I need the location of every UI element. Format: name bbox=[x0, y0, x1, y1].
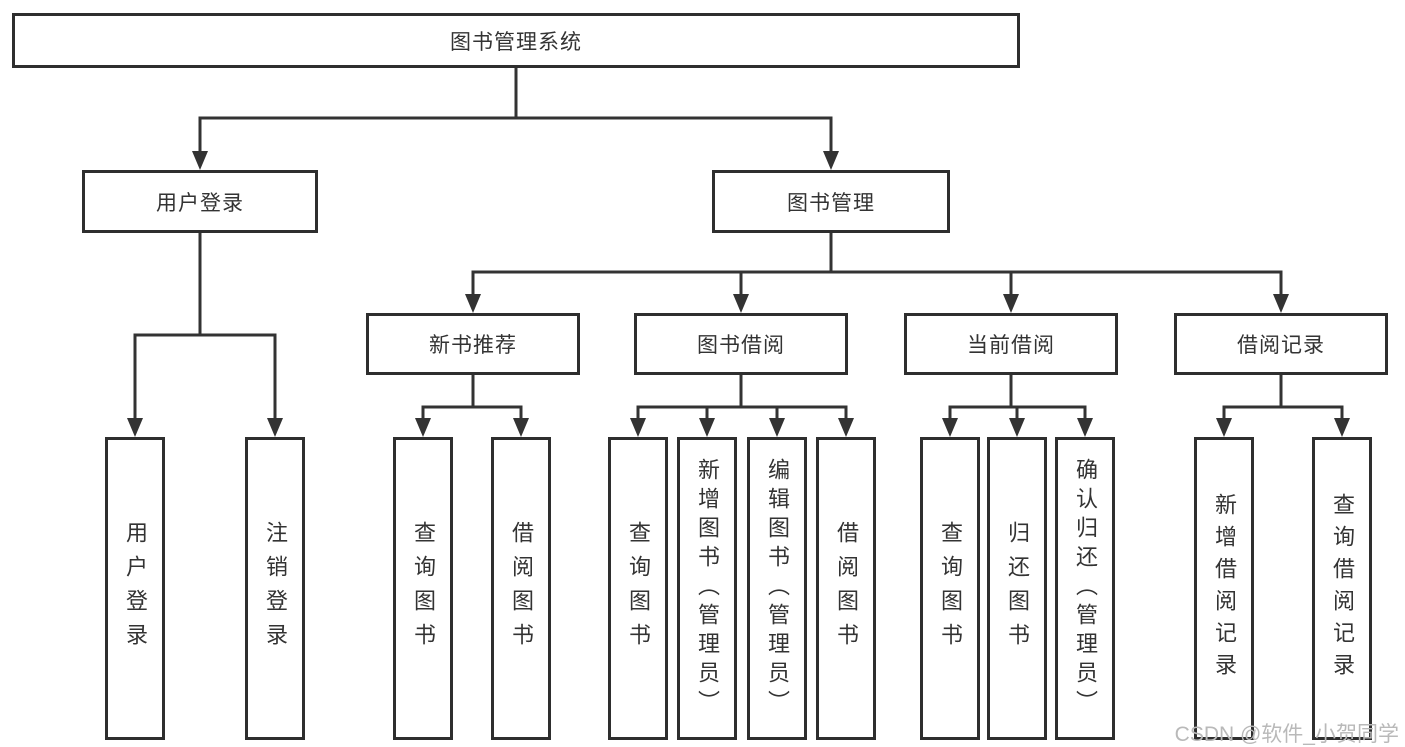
node-new-book-rec: 新书推荐 bbox=[366, 313, 580, 375]
node-leaf-query-book-3: 查询图书 bbox=[920, 437, 980, 740]
node-label: 图书管理系统 bbox=[450, 30, 582, 54]
arrowhead bbox=[415, 418, 431, 437]
node-label: 用户登录 bbox=[123, 520, 148, 657]
arrowhead bbox=[1216, 418, 1232, 437]
node-label: 归还图书 bbox=[1005, 520, 1030, 657]
node-borrow-records: 借阅记录 bbox=[1174, 313, 1388, 375]
node-label: 当前借阅 bbox=[967, 334, 1055, 357]
node-label: 查询图书 bbox=[938, 520, 963, 657]
node-leaf-add-record: 新增借阅记录 bbox=[1194, 437, 1254, 740]
node-leaf-add-book: 新增图书（管理员） bbox=[677, 437, 737, 740]
arrowhead bbox=[1273, 294, 1289, 313]
arrowhead bbox=[823, 151, 839, 170]
node-root: 图书管理系统 bbox=[12, 13, 1020, 68]
node-label: 借阅图书 bbox=[509, 520, 534, 657]
arrowhead bbox=[267, 418, 283, 437]
node-leaf-logout: 注销登录 bbox=[245, 437, 305, 740]
node-leaf-return-book: 归还图书 bbox=[987, 437, 1047, 740]
node-book-borrow: 图书借阅 bbox=[634, 313, 848, 375]
node-label: 借阅记录 bbox=[1237, 334, 1325, 357]
node-leaf-query-record: 查询借阅记录 bbox=[1312, 437, 1372, 740]
arrowhead bbox=[942, 418, 958, 437]
node-label: 编辑图书（管理员） bbox=[765, 458, 790, 719]
arrowhead bbox=[1003, 294, 1019, 313]
arrowhead bbox=[127, 418, 143, 437]
node-label: 新增借阅记录 bbox=[1212, 492, 1237, 685]
node-label: 新增图书（管理员） bbox=[695, 458, 720, 719]
node-leaf-borrow-book-1: 借阅图书 bbox=[491, 437, 551, 740]
node-leaf-query-book-2: 查询图书 bbox=[608, 437, 668, 740]
arrowhead bbox=[733, 294, 749, 313]
node-label: 查询图书 bbox=[626, 520, 651, 657]
node-label: 图书管理 bbox=[787, 191, 875, 215]
node-label: 新书推荐 bbox=[429, 334, 517, 357]
node-label: 注销登录 bbox=[263, 520, 288, 657]
arrowhead bbox=[769, 418, 785, 437]
arrowhead bbox=[699, 418, 715, 437]
node-leaf-user-login: 用户登录 bbox=[105, 437, 165, 740]
node-label: 查询图书 bbox=[411, 520, 436, 657]
arrowhead bbox=[838, 418, 854, 437]
node-leaf-edit-book: 编辑图书（管理员） bbox=[747, 437, 807, 740]
arrowhead bbox=[1334, 418, 1350, 437]
node-leaf-query-book-1: 查询图书 bbox=[393, 437, 453, 740]
arrowhead bbox=[1077, 418, 1093, 437]
node-book-mgmt: 图书管理 bbox=[712, 170, 950, 233]
arrowhead bbox=[465, 294, 481, 313]
node-label: 借阅图书 bbox=[834, 520, 859, 657]
arrowhead bbox=[630, 418, 646, 437]
node-label: 图书借阅 bbox=[697, 334, 785, 357]
arrowhead bbox=[513, 418, 529, 437]
node-label: 用户登录 bbox=[156, 191, 244, 215]
arrowhead bbox=[1009, 418, 1025, 437]
node-label: 确认归还（管理员） bbox=[1073, 458, 1098, 719]
node-label: 查询借阅记录 bbox=[1330, 492, 1355, 685]
node-leaf-confirm-return: 确认归还（管理员） bbox=[1055, 437, 1115, 740]
arrowhead bbox=[192, 151, 208, 170]
node-current-borrow: 当前借阅 bbox=[904, 313, 1118, 375]
node-user-login: 用户登录 bbox=[82, 170, 318, 233]
node-leaf-borrow-book-2: 借阅图书 bbox=[816, 437, 876, 740]
